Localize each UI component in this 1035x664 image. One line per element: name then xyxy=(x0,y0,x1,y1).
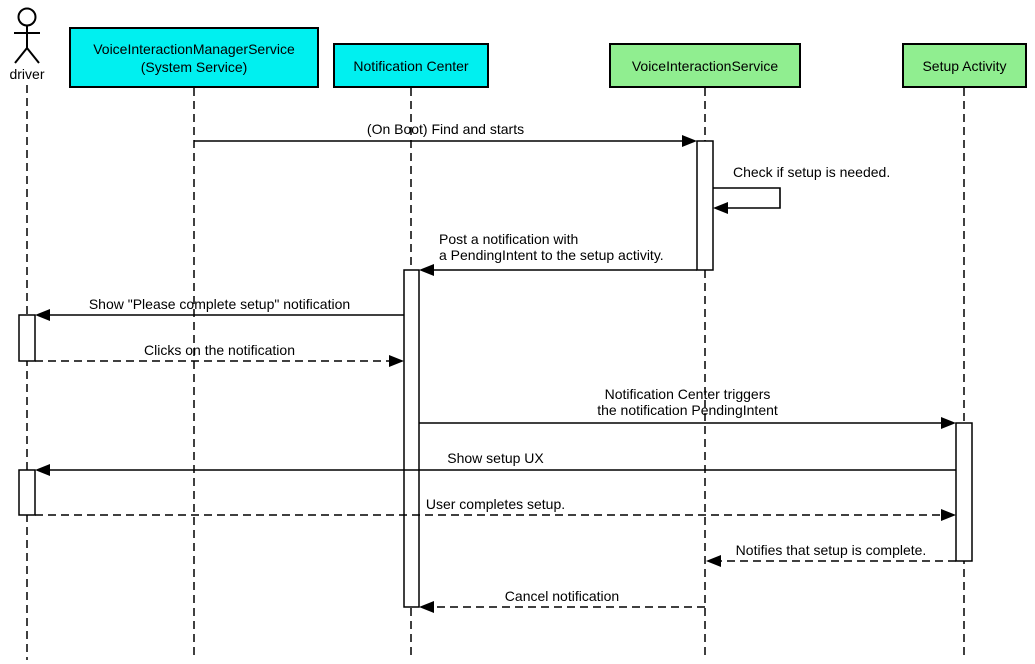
arrowhead xyxy=(706,555,721,567)
arrowhead xyxy=(713,202,728,214)
participant-voiceinteractionmanagerservice: VoiceInteractionManagerService (System S… xyxy=(69,27,319,88)
activation-driver-2 xyxy=(18,469,36,516)
arrowhead xyxy=(419,264,434,276)
message-5-arrow xyxy=(35,355,404,367)
message-3-label: Post a notification with a PendingIntent… xyxy=(439,231,664,263)
message-4-label: Show "Please complete setup" notificatio… xyxy=(88,296,351,312)
message-8-arrow xyxy=(35,509,956,521)
participant-label: VoiceInteractionService xyxy=(631,57,779,74)
message-10-arrow xyxy=(419,601,705,613)
participant-label: Notification Center xyxy=(353,57,469,74)
activation-driver-1 xyxy=(18,314,36,362)
participant-voiceinteractionservice: VoiceInteractionService xyxy=(609,43,801,88)
message-6-arrow xyxy=(419,417,956,429)
message-7-label: Show setup UX xyxy=(447,450,544,466)
message-9-arrow xyxy=(706,555,956,567)
message-4-arrow xyxy=(35,309,404,321)
arrowhead xyxy=(941,417,956,429)
message-1-arrow xyxy=(194,135,697,147)
activation-voiceinteractionservice xyxy=(696,140,714,271)
message-6-label: Notification Center triggers the notific… xyxy=(597,386,778,418)
message-2-self-arrow xyxy=(713,187,781,214)
message-8-label: User completes setup. xyxy=(425,496,566,512)
activation-setup-activity xyxy=(955,422,973,562)
participant-setup-activity: Setup Activity xyxy=(902,43,1027,88)
message-7-arrow xyxy=(35,464,956,476)
arrowhead xyxy=(682,135,697,147)
arrowhead xyxy=(941,509,956,521)
arrowhead xyxy=(419,601,434,613)
message-9-label: Notifies that setup is complete. xyxy=(735,542,927,558)
participant-label: Setup Activity xyxy=(922,57,1007,74)
message-1-label: (On Boot) Find and starts xyxy=(366,121,525,137)
message-10-label: Cancel notification xyxy=(504,588,620,604)
message-3-arrow xyxy=(419,264,697,276)
actor-driver-icon xyxy=(14,7,40,64)
participant-label: VoiceInteractionManagerService xyxy=(93,40,295,57)
message-5-label: Clicks on the notification xyxy=(144,342,295,358)
participant-label: (System Service) xyxy=(140,58,248,75)
activation-notification-center xyxy=(403,269,420,608)
arrowhead xyxy=(35,464,50,476)
arrowhead xyxy=(35,309,50,321)
arrowhead xyxy=(389,355,404,367)
participant-driver-label: driver xyxy=(9,66,45,82)
message-2-label: Check if setup is needed. xyxy=(733,164,891,180)
participant-notification-center: Notification Center xyxy=(333,43,489,88)
